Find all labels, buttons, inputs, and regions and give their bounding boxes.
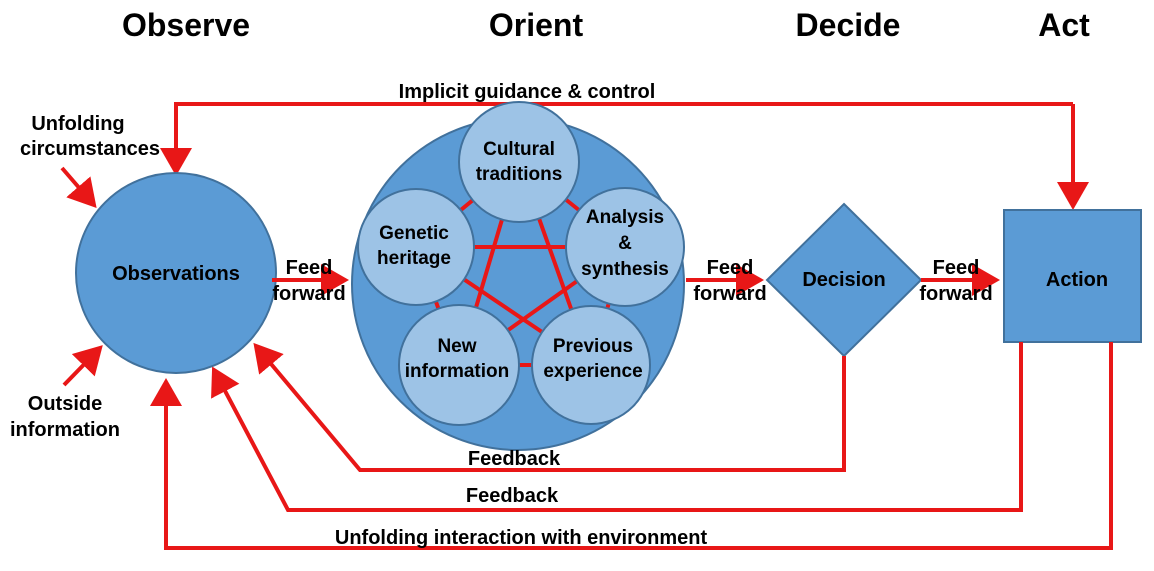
cultural-traditions-label-2: traditions	[476, 164, 563, 185]
new-information-circle: New information	[398, 304, 520, 426]
action-node	[1003, 209, 1142, 343]
feed-forward-label-1b: forward	[272, 283, 345, 305]
analysis-synthesis-circle: Analysis & synthesis	[565, 187, 685, 307]
outside-information-label-2: information	[10, 419, 120, 441]
feedback-arrow-action	[211, 342, 1023, 512]
observations-label: Observations	[112, 263, 240, 285]
unfolding-circumstances-label-2: circumstances	[20, 138, 160, 160]
cultural-traditions-label: Cultural	[483, 139, 555, 160]
phase-observe: Observe	[122, 7, 250, 43]
previous-experience-label-2: experience	[543, 361, 642, 382]
feedback-label-1: Feedback	[468, 448, 561, 470]
new-information-label: New	[437, 336, 476, 357]
cultural-traditions-circle: Cultural traditions	[458, 101, 580, 223]
feed-forward-label-2: Feed	[707, 257, 754, 279]
observations-node	[75, 172, 277, 374]
previous-experience-label: Previous	[553, 336, 633, 357]
outside-information-label: Outside	[28, 393, 102, 415]
previous-experience-circle: Previous experience	[531, 305, 651, 425]
genetic-heritage-label: Genetic	[379, 223, 449, 244]
phase-decide: Decide	[796, 7, 901, 43]
genetic-heritage-circle: Genetic heritage	[357, 188, 475, 306]
feed-forward-label-1: Feed	[286, 257, 333, 279]
interaction-arrow	[150, 342, 1113, 550]
interaction-label: Unfolding interaction with environment	[335, 527, 708, 549]
implicit-guidance-label: Implicit guidance & control	[399, 81, 656, 103]
unfolding-circumstances-label: Unfolding	[31, 113, 124, 135]
feedback-label-2: Feedback	[466, 485, 559, 507]
new-information-label-2: information	[405, 361, 510, 382]
feed-forward-label-3: Feed	[933, 257, 980, 279]
genetic-heritage-label-2: heritage	[377, 248, 451, 269]
unfolding-circumstances-arrow	[60, 166, 97, 209]
analysis-synthesis-label: Analysis	[586, 207, 664, 228]
phase-act: Act	[1038, 7, 1090, 43]
feedback-arrow-decision	[253, 342, 846, 472]
analysis-synthesis-label-2: &	[618, 233, 632, 254]
feed-forward-label-2b: forward	[693, 283, 766, 305]
action-label: Action	[1046, 269, 1108, 291]
phase-orient: Orient	[489, 7, 584, 43]
feed-forward-label-3b: forward	[919, 283, 992, 305]
decision-label: Decision	[802, 269, 885, 291]
analysis-synthesis-label-3: synthesis	[581, 259, 669, 280]
outside-information-arrow	[62, 345, 103, 387]
implicit-guidance-arrow	[160, 102, 1089, 210]
